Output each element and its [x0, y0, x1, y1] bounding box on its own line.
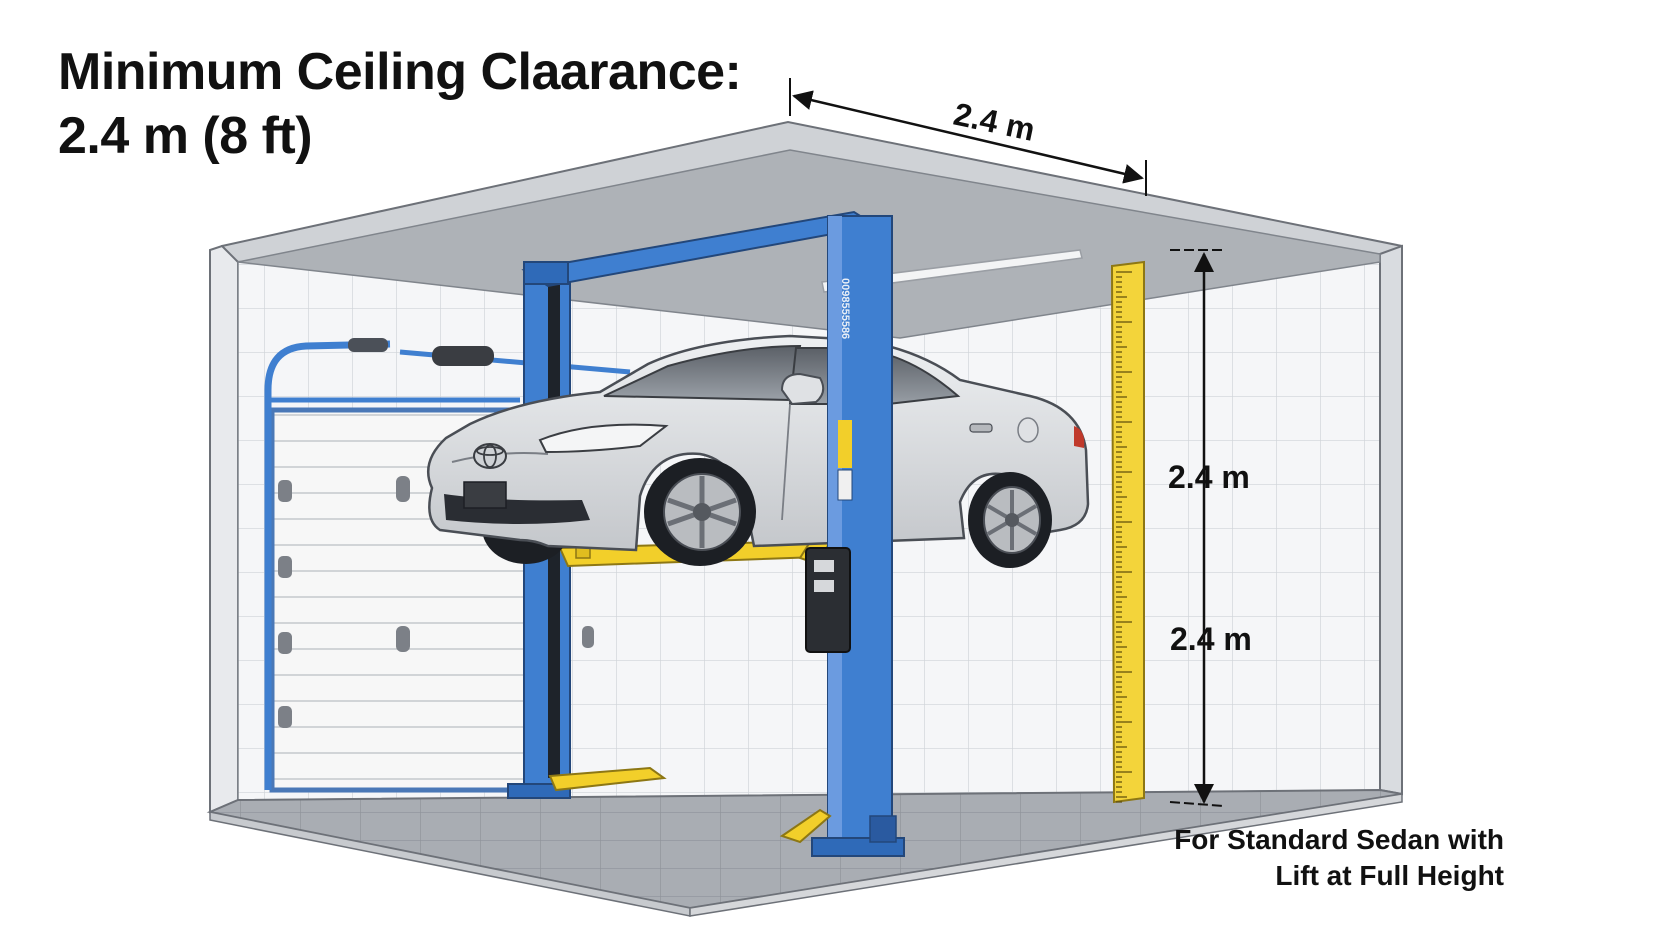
- brand-emblem-icon: [473, 443, 507, 469]
- car-door-handle: [969, 423, 993, 433]
- right-wall: [1379, 244, 1403, 796]
- lift-power-unit: [805, 547, 851, 653]
- car-wheel-front: [644, 458, 756, 566]
- garage-door-panel: [269, 407, 531, 793]
- footnote-line-1: For Standard Sedan with: [1174, 824, 1504, 855]
- garage-door-track: [264, 340, 391, 790]
- lift-warning-stripes: [838, 420, 852, 468]
- door-opener-motor: [432, 346, 494, 366]
- lift-post-label: 0098555586: [839, 278, 851, 339]
- footnote-line-2: Lift at Full Height: [1275, 860, 1504, 891]
- page-title: Minimum Ceiling Claarance: 2.4 m (8 ft): [58, 40, 742, 168]
- garage-door: [264, 338, 631, 793]
- footnote: For Standard Sedan with Lift at Full Hei…: [1174, 822, 1504, 894]
- lower-height-label: 2.4 m: [1170, 621, 1252, 657]
- floor-edge-right: [689, 793, 1403, 917]
- title-line-1: Minimum Ceiling Claarance:: [58, 43, 742, 101]
- left-wall: [209, 244, 239, 814]
- lift-control-sticker: [837, 469, 853, 501]
- height-dimension: 2.4 m 2.4 m: [1168, 249, 1252, 807]
- car-wheel-rear: [968, 472, 1052, 568]
- car-windshield: [603, 344, 802, 402]
- car-license-plate: [463, 481, 507, 509]
- upper-height-label: 2.4 m: [1168, 459, 1250, 495]
- ruler-icon: [1110, 260, 1145, 804]
- title-line-2: 2.4 m (8 ft): [58, 107, 313, 165]
- lift-front-post: 0098555586: [779, 215, 905, 857]
- car-mirror: [780, 372, 825, 406]
- ceiling-width-label: 2.4 m: [951, 96, 1039, 148]
- dimension-arrow-icon: [792, 90, 1144, 184]
- car-headlight: [538, 423, 669, 454]
